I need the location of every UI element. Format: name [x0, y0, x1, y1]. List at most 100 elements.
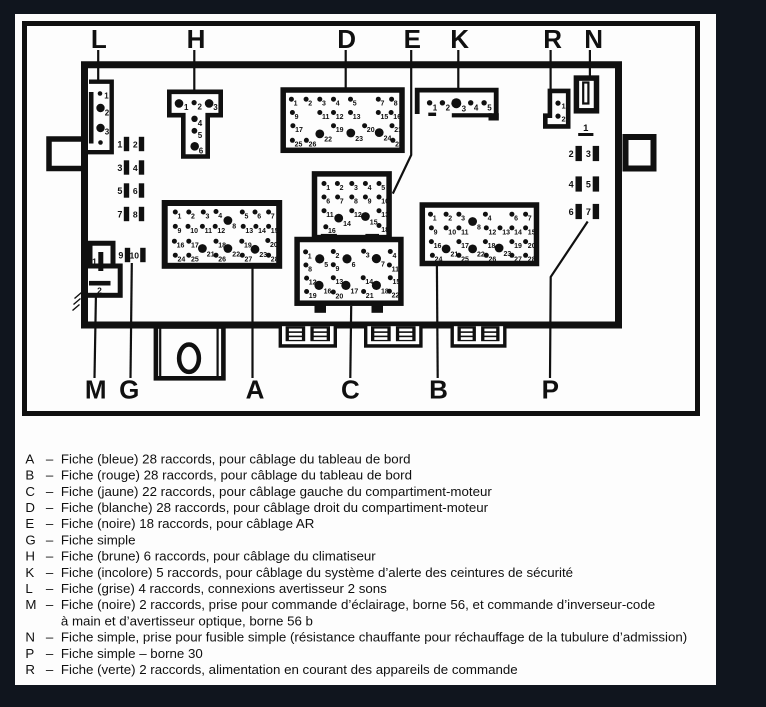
svg-text:4: 4	[218, 213, 222, 220]
svg-text:3: 3	[461, 216, 465, 223]
svg-text:–: –	[46, 597, 54, 612]
svg-text:14: 14	[365, 279, 373, 286]
svg-text:G: G	[119, 374, 139, 404]
svg-text:24: 24	[178, 257, 186, 264]
svg-text:8: 8	[394, 101, 398, 108]
svg-text:16: 16	[177, 243, 185, 250]
svg-text:3: 3	[354, 185, 358, 192]
svg-text:2: 2	[97, 286, 102, 296]
svg-text:27: 27	[245, 257, 253, 264]
svg-text:27: 27	[514, 257, 522, 264]
svg-text:–: –	[46, 484, 54, 499]
svg-text:3: 3	[366, 253, 370, 260]
svg-text:12: 12	[336, 114, 344, 121]
svg-text:L: L	[25, 581, 32, 596]
svg-text:11: 11	[392, 266, 400, 273]
svg-text:3: 3	[105, 128, 110, 137]
svg-text:–: –	[46, 516, 54, 531]
svg-text:9: 9	[178, 228, 182, 235]
svg-text:à main et d’avertisseur optiqu: à main et d’avertisseur optique, borne 5…	[61, 613, 313, 628]
svg-text:5: 5	[245, 213, 249, 220]
svg-text:25: 25	[191, 257, 199, 264]
svg-text:12: 12	[217, 228, 225, 235]
svg-text:19: 19	[336, 127, 344, 134]
svg-text:Fiche (grise) 4 raccords, conn: Fiche (grise) 4 raccords, connexions ave…	[61, 581, 387, 596]
svg-text:20: 20	[528, 243, 536, 250]
svg-text:12: 12	[354, 212, 362, 219]
svg-text:6: 6	[199, 146, 204, 155]
svg-text:8: 8	[477, 224, 481, 231]
svg-text:2: 2	[133, 139, 138, 149]
svg-text:3: 3	[586, 149, 591, 159]
svg-text:5: 5	[324, 262, 328, 269]
svg-text:13: 13	[245, 228, 253, 235]
svg-text:7: 7	[271, 213, 275, 220]
svg-text:1: 1	[294, 101, 298, 108]
svg-text:A: A	[25, 451, 34, 466]
svg-text:19: 19	[514, 243, 522, 250]
svg-text:5: 5	[487, 104, 492, 113]
svg-text:Fiche (jaune) 22 raccords, pou: Fiche (jaune) 22 raccords, pour câblage …	[61, 484, 492, 499]
svg-text:1: 1	[184, 103, 189, 112]
svg-text:18: 18	[381, 288, 389, 295]
svg-text:6: 6	[514, 216, 518, 223]
svg-text:12: 12	[309, 280, 317, 287]
svg-text:4: 4	[569, 179, 574, 189]
svg-text:10: 10	[448, 229, 456, 236]
svg-text:14: 14	[258, 228, 266, 235]
svg-text:16: 16	[328, 228, 336, 235]
svg-text:N: N	[584, 24, 603, 54]
svg-text:2: 2	[448, 216, 452, 223]
svg-text:18: 18	[218, 243, 226, 250]
svg-text:5: 5	[198, 131, 203, 140]
svg-text:Fiche (incolore) 5 raccords, p: Fiche (incolore) 5 raccords, pour câblag…	[61, 565, 573, 580]
svg-text:2: 2	[340, 185, 344, 192]
svg-text:20: 20	[367, 127, 375, 134]
svg-text:1: 1	[326, 185, 330, 192]
svg-text:14: 14	[343, 221, 351, 228]
svg-text:1: 1	[178, 213, 182, 220]
svg-text:–: –	[46, 468, 54, 483]
svg-text:24: 24	[435, 257, 443, 264]
svg-text:11: 11	[205, 228, 213, 235]
svg-text:19: 19	[309, 293, 317, 300]
svg-text:3: 3	[206, 213, 210, 220]
svg-text:2: 2	[562, 115, 566, 124]
svg-text:20: 20	[270, 242, 278, 249]
svg-text:M: M	[85, 374, 107, 404]
svg-text:8: 8	[354, 198, 358, 205]
svg-text:1: 1	[308, 253, 312, 260]
svg-text:–: –	[46, 451, 54, 466]
svg-text:D: D	[337, 24, 356, 54]
svg-text:K: K	[25, 565, 34, 580]
svg-text:22: 22	[477, 252, 485, 259]
svg-text:–: –	[46, 581, 54, 596]
svg-text:17: 17	[295, 127, 303, 134]
svg-text:15: 15	[370, 219, 378, 226]
svg-text:Fiche (bleue) 28 raccords, pou: Fiche (bleue) 28 raccords, pour câblage …	[61, 451, 411, 466]
svg-text:25: 25	[461, 257, 469, 264]
svg-text:4: 4	[336, 101, 340, 108]
svg-text:7: 7	[117, 209, 122, 219]
svg-text:1: 1	[562, 102, 566, 111]
svg-text:N: N	[25, 630, 35, 645]
svg-text:1: 1	[583, 123, 589, 134]
svg-text:2: 2	[336, 253, 340, 260]
svg-text:6: 6	[569, 207, 574, 217]
svg-text:4: 4	[133, 163, 138, 173]
svg-text:9: 9	[434, 229, 438, 236]
svg-text:4: 4	[488, 216, 492, 223]
svg-text:B: B	[25, 468, 34, 483]
svg-text:26: 26	[218, 257, 226, 264]
svg-text:4: 4	[368, 185, 372, 192]
svg-text:Fiche simple: Fiche simple	[61, 532, 136, 547]
svg-text:–: –	[46, 549, 54, 564]
svg-text:9: 9	[336, 266, 340, 273]
svg-text:7: 7	[340, 198, 344, 205]
svg-text:C: C	[25, 484, 35, 499]
svg-text:21: 21	[451, 252, 459, 259]
svg-text:26: 26	[489, 257, 497, 264]
svg-text:16: 16	[324, 288, 332, 295]
svg-text:Fiche (rouge) 28 raccords, pou: Fiche (rouge) 28 raccords, pour câblage …	[61, 468, 412, 483]
svg-text:1: 1	[92, 257, 97, 267]
